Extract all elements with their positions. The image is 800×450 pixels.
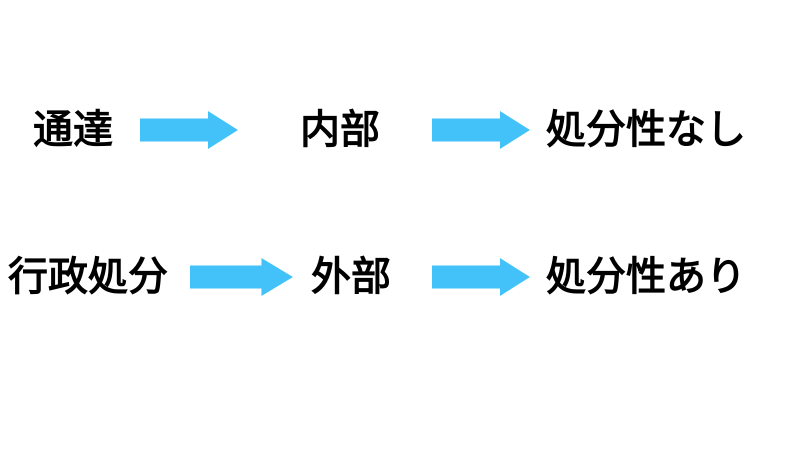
arrow-right-icon <box>432 111 530 149</box>
label-disposability: 処分性あり <box>546 254 746 300</box>
label-internal: 内部 <box>300 107 380 153</box>
label-no-disposability: 処分性なし <box>546 107 746 153</box>
arrow-right-icon <box>190 258 293 296</box>
arrow-right-icon <box>140 111 238 149</box>
label-external: 外部 <box>311 254 391 300</box>
label-administrative-disposition: 行政処分 <box>8 254 168 300</box>
label-directive: 通達 <box>33 107 113 153</box>
arrow-right-icon <box>432 258 530 296</box>
